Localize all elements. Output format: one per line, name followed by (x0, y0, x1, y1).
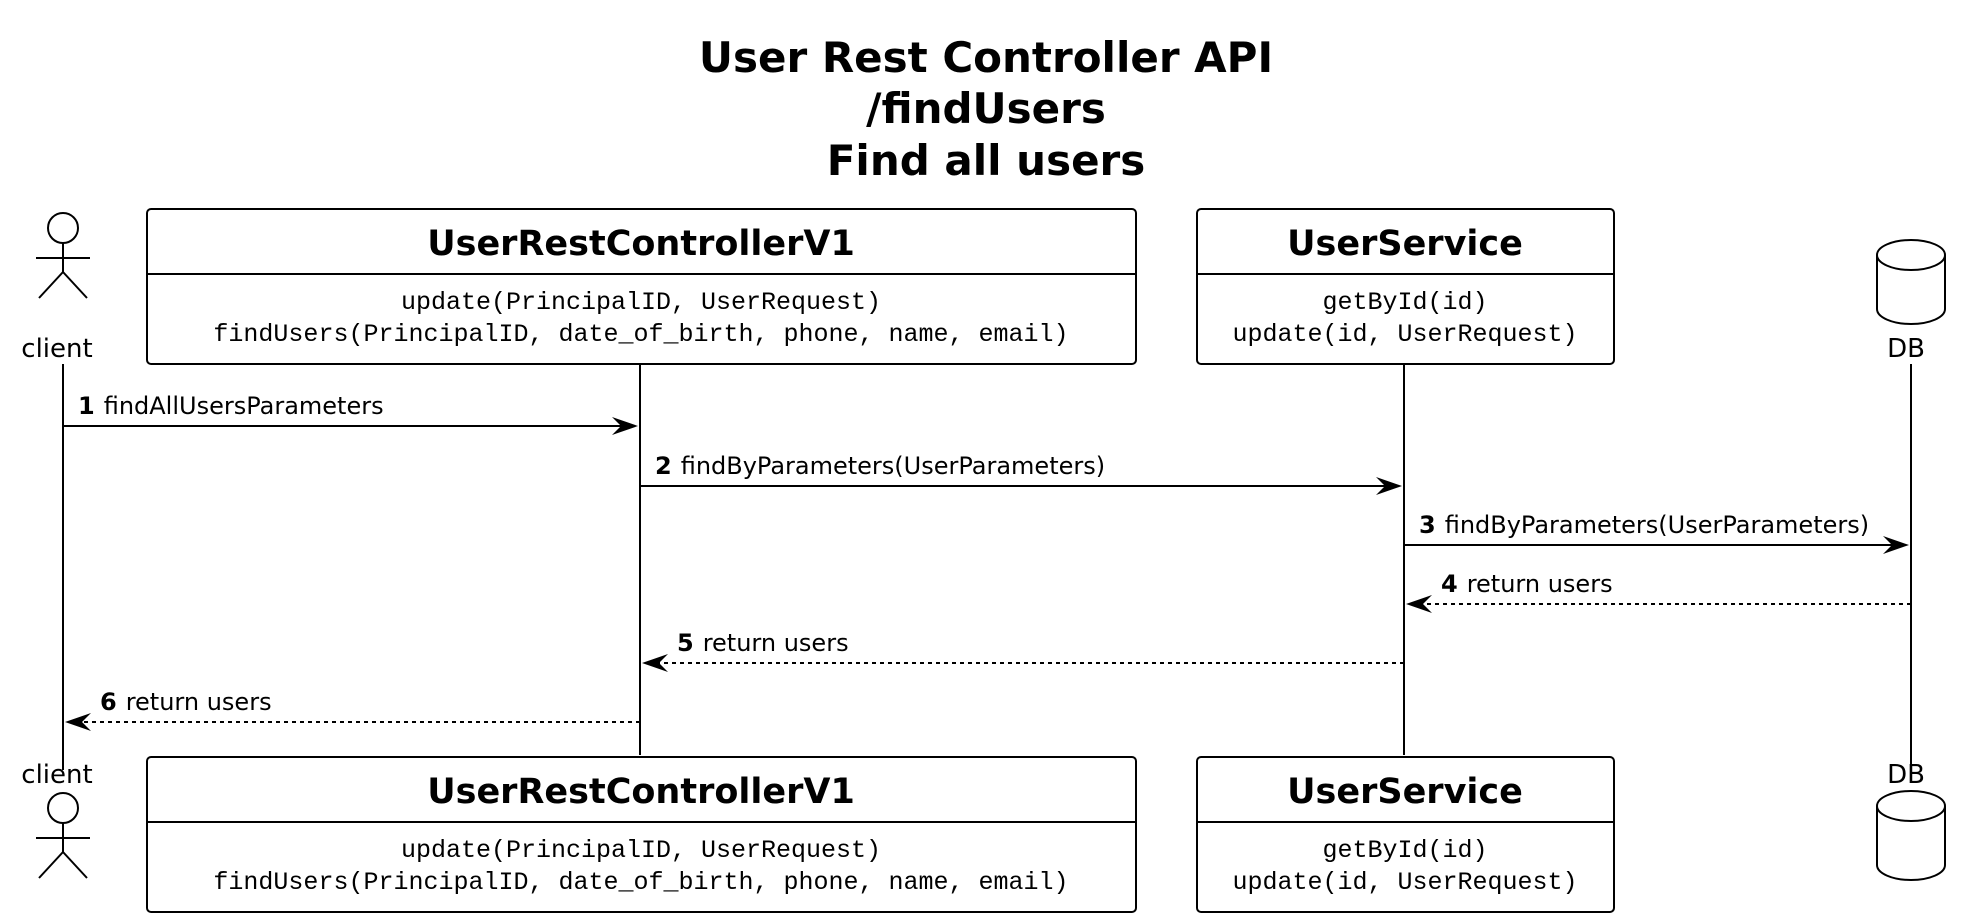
service-name: UserService (1287, 772, 1523, 812)
message-number: 3 (1419, 511, 1436, 539)
controller-name: UserRestControllerV1 (427, 224, 855, 264)
message-6: 6 return users (65, 688, 640, 731)
diagram-title: User Rest Controller API /findUsers Find… (699, 33, 1273, 185)
message-text: return users (703, 629, 849, 657)
client-label-bottom: client (21, 760, 92, 790)
db-label-bottom: DB (1887, 760, 1925, 790)
controller-method: findUsers(PrincipalID, date_of_birth, ph… (213, 320, 1068, 349)
title-line-2: /findUsers (866, 84, 1106, 133)
message-number: 2 (655, 452, 672, 480)
database-icon (1876, 239, 1946, 325)
controller-method: update(PrincipalID, UserRequest) (401, 836, 881, 865)
db-label-top: DB (1887, 334, 1925, 364)
message-label: 4 return users (1441, 570, 1613, 598)
message-label: 1 findAllUsersParameters (78, 392, 384, 420)
service-name: UserService (1287, 224, 1523, 264)
service-method: update(id, UserRequest) (1232, 320, 1577, 349)
controller-box-bottom: UserRestControllerV1 update(PrincipalID,… (146, 756, 1137, 913)
message-text: findAllUsersParameters (104, 392, 384, 420)
messages: 1 findAllUsersParameters 2 findByParameters… (63, 392, 1911, 731)
title-line-3: Find all users (827, 136, 1146, 185)
message-3: 3 findByParameters(UserParameters) (1404, 511, 1909, 554)
controller-method: findUsers(PrincipalID, date_of_birth, ph… (213, 868, 1068, 897)
message-4: 4 return users (1406, 570, 1911, 613)
message-1: 1 findAllUsersParameters (63, 392, 638, 435)
database-icon (1876, 790, 1946, 881)
actor-icon (36, 212, 90, 299)
arrowhead-icon (612, 417, 638, 435)
message-2: 2 findByParameters(UserParameters) (640, 452, 1402, 495)
arrowhead-icon (1406, 595, 1432, 613)
message-text: findByParameters(UserParameters) (681, 452, 1105, 480)
arrowhead-icon (642, 654, 668, 672)
service-method: update(id, UserRequest) (1232, 868, 1577, 897)
controller-name: UserRestControllerV1 (427, 772, 855, 812)
message-number: 5 (677, 629, 694, 657)
message-label: 6 return users (100, 688, 272, 716)
message-text: findByParameters(UserParameters) (1445, 511, 1869, 539)
service-box-bottom: UserService getById(id) update(id, UserR… (1196, 756, 1615, 913)
message-label: 2 findByParameters(UserParameters) (655, 452, 1105, 480)
service-method: getById(id) (1322, 288, 1487, 317)
client-label-top: client (21, 334, 92, 364)
arrowhead-icon (65, 713, 91, 731)
arrowhead-icon (1883, 536, 1909, 554)
message-text: return users (126, 688, 272, 716)
message-label: 3 findByParameters(UserParameters) (1419, 511, 1869, 539)
service-box-top: UserService getById(id) update(id, UserR… (1196, 208, 1615, 365)
arrowhead-icon (1376, 477, 1402, 495)
controller-box-top: UserRestControllerV1 update(PrincipalID,… (146, 208, 1137, 365)
message-5: 5 return users (642, 629, 1404, 672)
client-actor-top: client (21, 212, 93, 364)
controller-method: update(PrincipalID, UserRequest) (401, 288, 881, 317)
actor-icon (36, 792, 90, 879)
message-number: 1 (78, 392, 95, 420)
message-number: 4 (1441, 570, 1458, 598)
message-label: 5 return users (677, 629, 849, 657)
title-line-1: User Rest Controller API (699, 33, 1273, 82)
client-actor-bottom: client (21, 760, 93, 879)
db-participant-bottom: DB (1876, 760, 1946, 881)
db-participant-top: DB (1876, 239, 1946, 364)
message-number: 6 (100, 688, 117, 716)
service-method: getById(id) (1322, 836, 1487, 865)
message-text: return users (1467, 570, 1613, 598)
